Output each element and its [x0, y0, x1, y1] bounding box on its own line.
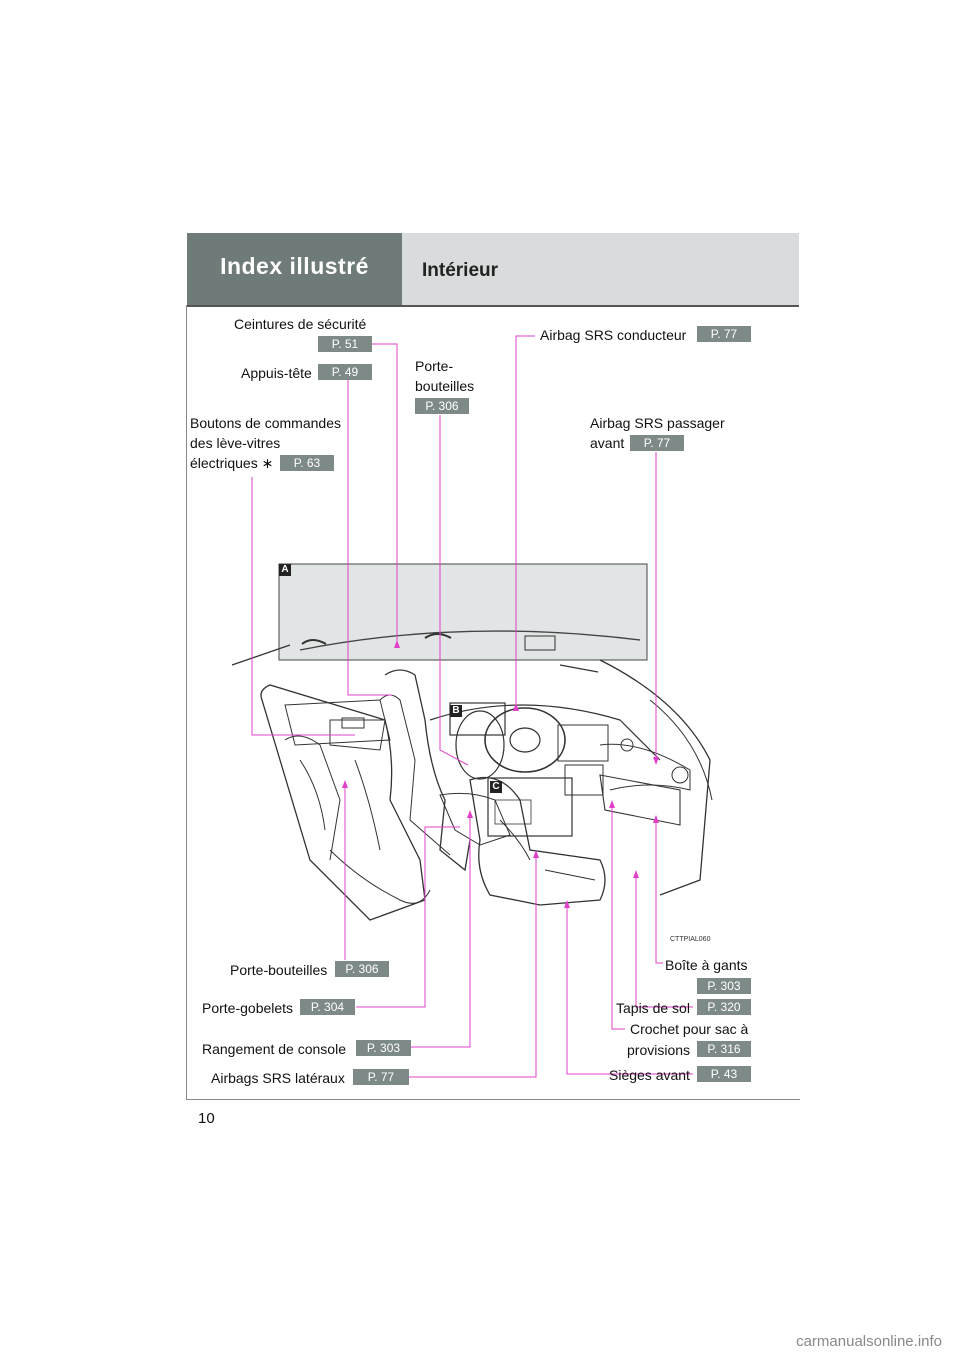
console-box-label: Rangement de console — [202, 1041, 346, 1057]
glove-box-label: Boîte à gants — [665, 957, 748, 973]
image-code: CTTPIAL060 — [670, 936, 711, 943]
bottle-holder-top-label-line1: Porte- — [415, 358, 454, 374]
headrests-page-link[interactable]: P. 49 — [318, 364, 372, 380]
inset-label-a: A — [279, 564, 291, 576]
seatbelts-label: Ceintures de sécurité — [234, 316, 367, 332]
passenger-airbag-label-line1: Airbag SRS passager — [590, 415, 725, 431]
side-airbags-page-link[interactable]: P. 77 — [353, 1069, 409, 1085]
header-tab — [187, 233, 402, 305]
windows-label-line3: électriques ∗ — [190, 455, 274, 471]
floor-mats-label: Tapis de sol — [616, 1000, 690, 1016]
floor-mats-page-link[interactable]: P. 320 — [697, 999, 751, 1015]
frame-bottom-border — [186, 1099, 800, 1100]
bottle-holder-page-link[interactable]: P. 306 — [335, 961, 389, 977]
frame-left-border — [186, 305, 187, 1100]
console-box-page-link[interactable]: P. 303 — [356, 1040, 411, 1056]
seatbelts-page-link[interactable]: P. 51 — [318, 336, 372, 352]
bottle-holder-label: Porte-bouteilles — [230, 962, 328, 978]
windows-label-line2: des lève-vitres — [190, 435, 281, 451]
front-seats-page-link[interactable]: P. 43 — [697, 1066, 751, 1082]
passenger-airbag-label-line2: avant — [590, 435, 625, 451]
tab-title: Index illustré — [220, 253, 369, 279]
page-number: 10 — [198, 1110, 215, 1127]
glove-box-page-link[interactable]: P. 303 — [697, 978, 751, 994]
windows-label-line1: Boutons de commandes — [190, 415, 341, 431]
driver-airbag-page-link[interactable]: P. 77 — [697, 326, 751, 342]
windows-page-link[interactable]: P. 63 — [280, 455, 334, 471]
watermark: carmanualsonline.info — [796, 1333, 942, 1350]
cup-holder-label: Porte-gobelets — [202, 1000, 294, 1016]
cup-holder-page-link[interactable]: P. 304 — [300, 999, 355, 1015]
inset-label-b: B — [450, 705, 462, 717]
grocery-hook-label-line1: Crochet pour sac à — [630, 1021, 749, 1037]
grocery-hook-label-line2: provisions — [627, 1042, 691, 1058]
inset-label-c: C — [490, 781, 502, 793]
side-airbags-label: Airbags SRS latéraux — [211, 1070, 345, 1086]
front-seats-label: Sièges avant — [609, 1067, 690, 1083]
passenger-airbag-page-link[interactable]: P. 77 — [630, 435, 684, 451]
driver-airbag-label: Airbag SRS conducteur — [540, 327, 687, 343]
bottle-holder-top-label-line2: bouteilles — [415, 378, 475, 394]
header-divider — [187, 305, 799, 307]
header-section-bar — [402, 233, 799, 305]
grocery-hook-page-link[interactable]: P. 316 — [697, 1041, 751, 1057]
bottle-holder-top-page-link[interactable]: P. 306 — [415, 398, 469, 414]
headrests-label: Appuis-tête — [241, 365, 312, 381]
section-title: Intérieur — [422, 260, 499, 281]
